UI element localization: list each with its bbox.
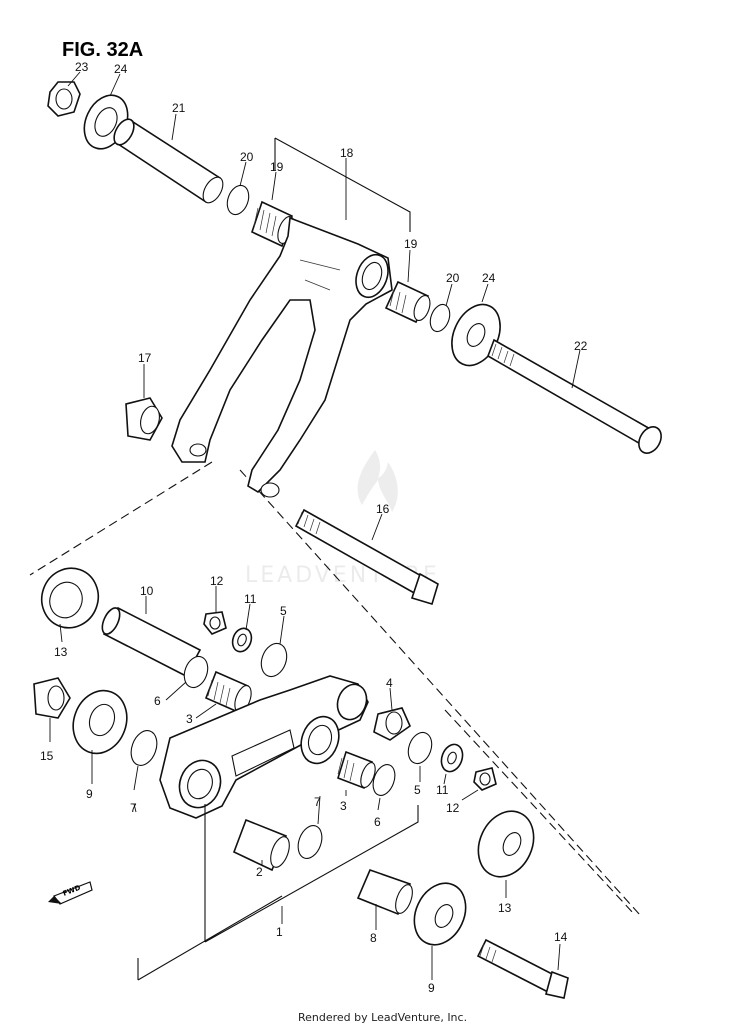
part-21-sleeve (113, 118, 224, 204)
callout-17: 17 (138, 351, 152, 365)
callout-20-right: 20 (446, 271, 460, 285)
part-24-washer-right (451, 303, 501, 367)
callout-24-right: 24 (482, 271, 496, 285)
part-18-cushion-lever (171, 216, 393, 498)
callout-13-right: 13 (498, 901, 512, 915)
callout-12-right: 12 (446, 801, 460, 815)
part-11-washer-top (231, 627, 253, 653)
callout-14: 14 (554, 930, 568, 944)
callout-19-left: 19 (270, 160, 284, 174)
part-12-nut-top (203, 611, 227, 635)
callout-11-top: 11 (244, 592, 257, 606)
fwd-arrow-icon: FWD (48, 881, 93, 905)
dashed-line-upper-right (239, 469, 641, 916)
part-7-oring-left (130, 730, 158, 766)
part-6-oring-mid (372, 764, 396, 796)
part-3-bearing-top (204, 670, 252, 714)
part-2-bushing (232, 818, 290, 872)
bracket-18 (274, 137, 411, 232)
part-10-sleeve (101, 606, 202, 678)
part-15-nut (33, 677, 71, 719)
part-1-connecting-rod (159, 675, 369, 819)
callout-4: 4 (386, 676, 393, 690)
part-9-cap-right (413, 882, 467, 946)
part-20-oring-right (429, 303, 451, 333)
part-19-bearing-right (384, 280, 431, 324)
callout-20-left: 20 (240, 150, 254, 164)
part-16-bolt (294, 508, 439, 605)
callout-1: 1 (276, 925, 283, 939)
part-14-bolt (476, 938, 569, 999)
callout-3-top: 3 (186, 712, 193, 726)
leader-lines (49, 71, 581, 980)
part-22-bolt (487, 338, 662, 454)
callout-2: 2 (256, 865, 263, 879)
part-5-oring-top (260, 642, 288, 678)
callout-24-top: 24 (114, 62, 128, 76)
callout-23: 23 (75, 60, 89, 74)
callout-15: 15 (40, 749, 54, 763)
callout-8: 8 (370, 931, 377, 945)
footer-credit: Rendered by LeadVenture, Inc. (298, 1011, 467, 1024)
callout-3-mid: 3 (340, 799, 347, 813)
dashed-line-upper-left (29, 461, 213, 576)
callout-5-right: 5 (414, 783, 421, 797)
bracket-1 (137, 804, 419, 981)
part-7-oring-mid (297, 825, 323, 859)
part-23-nut (47, 81, 81, 117)
callout-9-right: 9 (428, 981, 435, 995)
part-8-sleeve (356, 868, 413, 916)
callout-7-left: 7 (130, 801, 137, 815)
callout-21: 21 (172, 101, 186, 115)
callout-7-mid: 7 (314, 795, 321, 809)
callout-labels: 23 24 21 20 19 18 19 20 24 22 17 16 10 1… (40, 60, 588, 995)
part-13-cap-right (477, 810, 535, 878)
part-9-cap-left (72, 689, 128, 755)
figure-title: FIG. 32A (62, 39, 143, 61)
callout-6-mid: 6 (374, 815, 381, 829)
callout-11-right: 11 (436, 783, 449, 797)
callout-5-top: 5 (280, 604, 287, 618)
callout-16: 16 (376, 502, 390, 516)
callout-10: 10 (140, 584, 154, 598)
part-4-collar (373, 707, 411, 741)
part-12-nut-right (473, 767, 497, 791)
part-11-washer-right (440, 743, 464, 773)
callout-12-top: 12 (210, 574, 224, 588)
part-3-bearing-mid (337, 750, 376, 790)
callout-18: 18 (340, 146, 354, 160)
watermark-flame-icon (357, 450, 398, 512)
callout-13-left: 13 (54, 645, 68, 659)
part-17-nut (125, 397, 163, 441)
part-20-oring-left (226, 184, 250, 216)
callout-6-top: 6 (154, 694, 161, 708)
part-13-cap-left (40, 567, 100, 629)
part-6-oring-top (183, 655, 209, 689)
callout-19-right: 19 (404, 237, 418, 251)
part-5-oring-right (407, 731, 433, 765)
callout-22: 22 (574, 339, 588, 353)
dashed-line-lower (444, 709, 636, 916)
callout-9-left: 9 (86, 787, 93, 801)
